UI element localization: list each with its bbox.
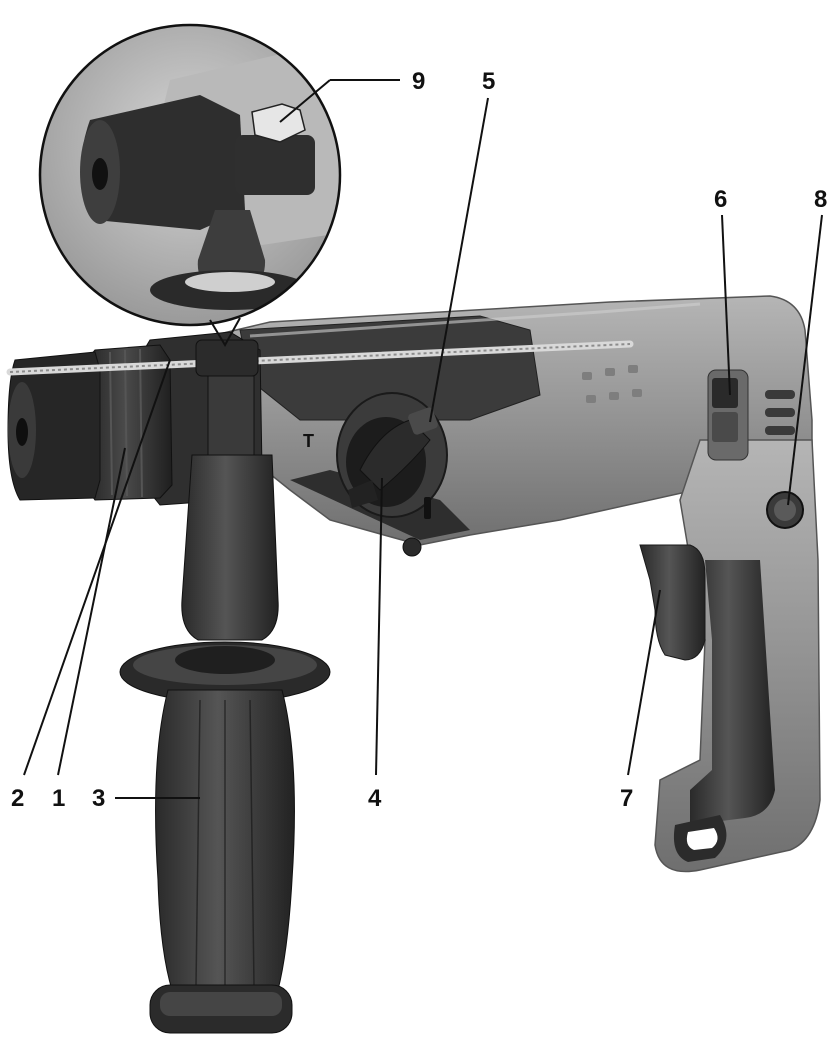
detail-inset <box>38 23 342 347</box>
callout-3: 3 <box>92 785 105 812</box>
on-off-trigger <box>639 544 706 661</box>
callout-6: 6 <box>714 186 727 213</box>
depth-stop <box>6 340 634 376</box>
callout-2: 2 <box>11 785 24 812</box>
drill-mode-icon: T <box>303 431 314 451</box>
callout-5: 5 <box>482 68 495 95</box>
callout-8: 8 <box>814 186 827 213</box>
mode-selector <box>336 392 448 518</box>
leader-lines <box>23 79 823 799</box>
callout-1: 1 <box>52 785 65 812</box>
callout-9: 9 <box>412 68 425 95</box>
lock-button <box>766 491 804 529</box>
depth-stop-release-knob <box>251 103 306 143</box>
auxiliary-handle <box>119 339 331 1034</box>
callout-7: 7 <box>620 785 633 812</box>
callout-labels: 9 5 6 8 2 1 3 4 7 <box>11 68 827 812</box>
hammer-mode-icon <box>424 497 431 519</box>
direction-switch <box>707 369 749 461</box>
callout-4: 4 <box>368 785 382 812</box>
